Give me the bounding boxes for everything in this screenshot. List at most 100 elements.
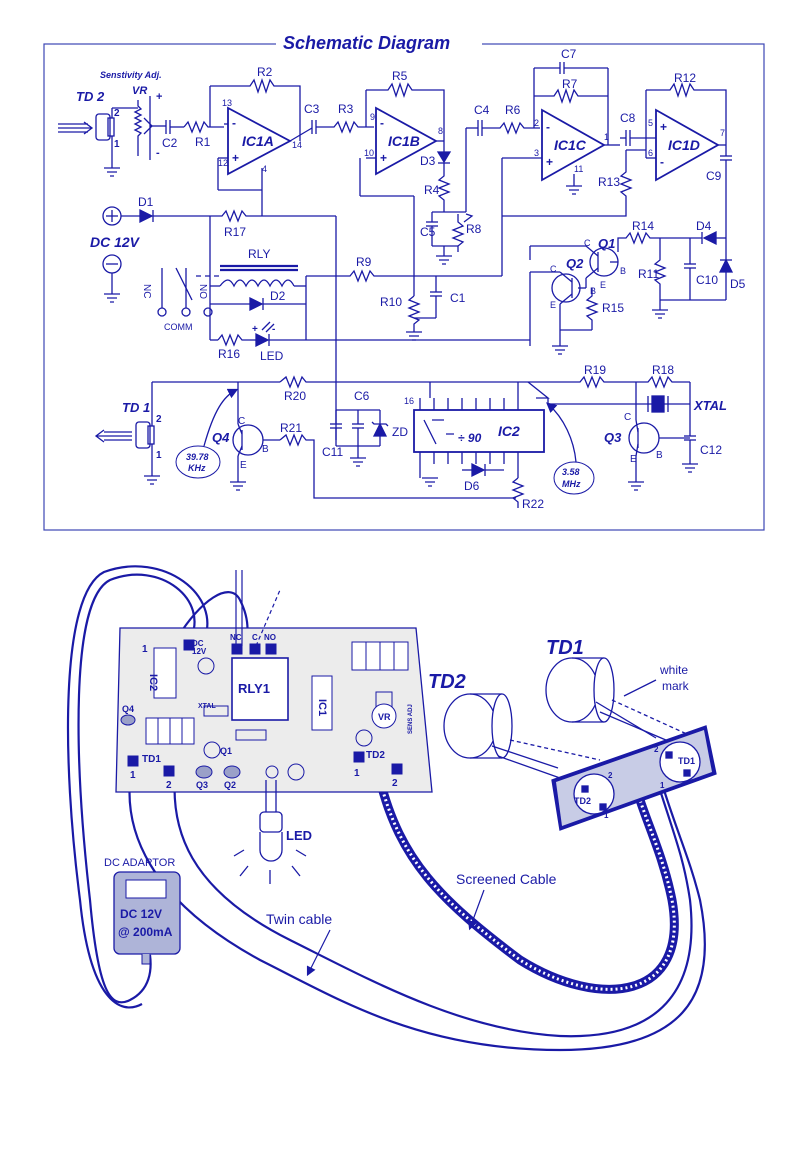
svg-text:13: 13: [222, 98, 232, 108]
svg-text:÷ 90: ÷ 90: [458, 431, 482, 445]
pcb-vr: VR: [378, 712, 391, 722]
svg-text:R14: R14: [632, 219, 654, 233]
xtal-label: XTAL: [693, 398, 727, 413]
r16-led: R16 LED + -: [210, 321, 530, 363]
svg-text:1: 1: [354, 768, 360, 779]
ic1d-opamp: IC1D + - 5 6 7 R12 R13 C9: [502, 71, 732, 238]
svg-text:1: 1: [604, 132, 609, 142]
td1-sensor-label: TD1: [546, 637, 584, 659]
rly-label: RLY: [248, 247, 270, 261]
svg-text:C: C: [624, 412, 631, 423]
ic2-label: IC2: [498, 423, 520, 439]
svg-text:R16: R16: [218, 347, 240, 361]
pcb-q3: Q3: [196, 780, 208, 790]
svg-text:C9: C9: [706, 169, 722, 183]
svg-text:2: 2: [392, 778, 398, 789]
svg-text:R10: R10: [380, 295, 402, 309]
screened-cable-label: Screened Cable: [456, 871, 557, 887]
svg-text:MHz: MHz: [562, 479, 581, 489]
svg-text:C: C: [584, 238, 591, 248]
svg-text:12: 12: [218, 158, 228, 168]
svg-text:B: B: [656, 450, 663, 461]
svg-text:3.58: 3.58: [562, 467, 580, 477]
svg-text:1: 1: [604, 811, 609, 820]
svg-text:C11: C11: [322, 445, 343, 459]
pcb-board: IC2 RLY1 IC1 VR DC 12V NC C NO TD1 TD2 X…: [115, 627, 433, 793]
svg-text:6: 6: [648, 148, 653, 158]
c4-r6: C4 R6: [474, 103, 540, 136]
pcb-12v: 12V: [192, 647, 207, 656]
td2-sensor: TD2: [428, 671, 601, 779]
d3-r4-c5-r8: D3 R4 C5 R8: [420, 127, 482, 265]
svg-text:16: 16: [404, 396, 414, 406]
td1-label: TD 1: [122, 400, 150, 415]
svg-text:D6: D6: [464, 479, 480, 493]
svg-text:R18: R18: [652, 363, 674, 377]
svg-text:R19: R19: [584, 363, 606, 377]
svg-text:R13: R13: [598, 175, 620, 189]
ic1a-label: IC1A: [242, 133, 274, 149]
relay-rly: RLY D2 NC NO COMM: [141, 247, 336, 340]
adaptor-line1: DC 12V: [120, 907, 162, 921]
svg-text:R17: R17: [224, 225, 246, 239]
ic1c-label: IC1C: [554, 137, 587, 153]
svg-text:R20: R20: [284, 389, 306, 403]
c2-r1: C2 R1: [162, 120, 224, 150]
svg-text:TD1: TD1: [678, 756, 695, 766]
svg-text:8: 8: [438, 126, 443, 136]
svg-text:C4: C4: [474, 103, 490, 117]
svg-text:5: 5: [648, 118, 653, 128]
svg-text:E: E: [630, 454, 637, 465]
sensor-mounting-plate: TD2 TD1 2 1 2 1: [551, 725, 717, 831]
svg-text:1: 1: [130, 770, 136, 781]
svg-text:2: 2: [534, 118, 539, 128]
adaptor-title: DC ADAPTOR: [104, 857, 175, 869]
svg-text:C12: C12: [700, 443, 722, 457]
svg-text:R2: R2: [257, 65, 273, 79]
adaptor-line2: @ 200mA: [118, 925, 173, 939]
svg-text:R6: R6: [505, 103, 521, 117]
svg-text:+: +: [380, 151, 387, 165]
white-mark-label-1: white: [659, 663, 688, 677]
svg-text:2: 2: [166, 780, 172, 791]
svg-text:+: +: [232, 151, 239, 165]
svg-text:-: -: [546, 120, 550, 134]
svg-text:E: E: [550, 300, 556, 310]
svg-text:Q2: Q2: [566, 256, 584, 271]
pcb-no: NO: [264, 633, 276, 642]
svg-text:R5: R5: [392, 69, 408, 83]
ic1d-label: IC1D: [668, 137, 700, 153]
svg-text:R8: R8: [466, 222, 482, 236]
svg-text:B: B: [620, 266, 626, 276]
svg-text:R12: R12: [674, 71, 696, 85]
dc-adaptor: DC ADAPTOR DC 12V @ 200mA: [104, 857, 181, 965]
svg-text:1: 1: [660, 781, 665, 790]
svg-text:R7: R7: [562, 77, 578, 91]
svg-text:C3: C3: [304, 102, 320, 116]
q1-q2-r14-r15: R14 Q1 C B E Q2 C E B R15: [529, 219, 660, 355]
schematic-title: Schematic Diagram: [283, 33, 450, 53]
svg-text:7: 7: [720, 128, 725, 138]
svg-text:3: 3: [534, 148, 539, 158]
svg-text:ZD: ZD: [392, 425, 408, 439]
svg-text:R22: R22: [522, 497, 544, 511]
r9-r10-c1: R9 R10 C1: [336, 255, 502, 341]
svg-text:E: E: [240, 460, 247, 471]
transmitter-section: TD 1 2 1 R20 Q4 C B E R21: [94, 363, 727, 511]
svg-text:-: -: [232, 116, 236, 130]
pcb-sens-adj: SENS ADJ: [408, 704, 414, 734]
td2-receiver: TD 2 2 1: [58, 89, 138, 177]
svg-text:R21: R21: [280, 421, 302, 435]
c3-r3: C3 R3: [304, 102, 374, 134]
pcb-td1: TD1: [142, 754, 161, 765]
pcb-ic2: IC2: [147, 674, 159, 691]
led-pcb-label: LED: [286, 828, 312, 843]
svg-text:NC: NC: [141, 284, 152, 298]
pcb-td2: TD2: [366, 750, 385, 761]
svg-text:11: 11: [574, 164, 583, 174]
svg-text:R4: R4: [424, 183, 440, 197]
svg-text:Q3: Q3: [604, 430, 622, 445]
pcb-dc: DC: [192, 639, 204, 648]
pcb-xtal: XTAL: [198, 703, 216, 710]
